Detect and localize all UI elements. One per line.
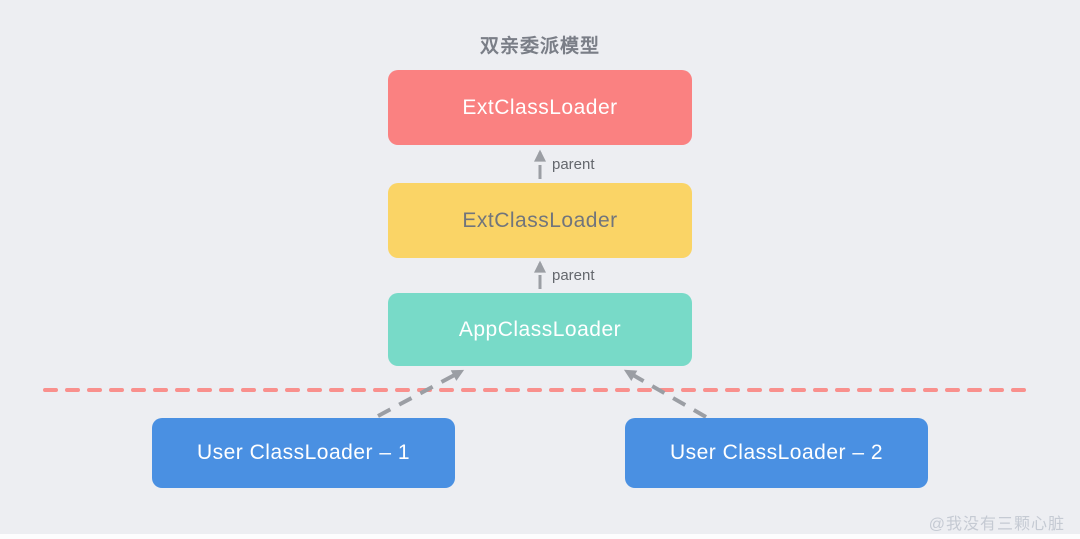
node-user-classloader-2: User ClassLoader – 2 (625, 418, 928, 488)
parent-edge-label-top: parent (552, 156, 595, 173)
node-ext-classloader: ExtClassLoader (388, 183, 692, 258)
node-user-classloader-1-label: User ClassLoader – 1 (196, 441, 411, 464)
parent-edge-label-bottom: parent (552, 267, 595, 284)
node-user-classloader-2-label: User ClassLoader – 2 (669, 441, 884, 464)
node-user-classloader-1: User ClassLoader – 1 (152, 418, 455, 488)
user1-to-app-arrow (377, 369, 465, 418)
bottom-edge-strip (0, 534, 1080, 539)
node-ext-classloader-label: ExtClassLoader (462, 208, 618, 232)
node-top-classloader-label: ExtClassLoader (462, 95, 618, 119)
node-top-classloader: ExtClassLoader (388, 70, 692, 145)
node-app-classloader-label: AppClassLoader (458, 317, 622, 341)
user2-to-app-arrow (623, 369, 707, 419)
author-watermark: @我没有三颗心脏 (928, 516, 1065, 533)
diagram-title: 双亲委派模型 (479, 36, 600, 57)
node-app-classloader: AppClassLoader (388, 293, 692, 366)
